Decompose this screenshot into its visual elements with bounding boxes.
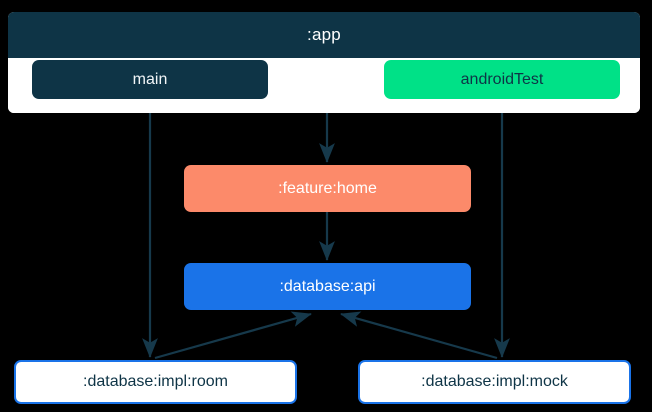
node-feature-home[interactable]: :feature:home (184, 165, 471, 212)
node-main[interactable]: main (32, 60, 268, 99)
edge-impl-room-to-database-api (154, 311, 312, 360)
cluster-app-body: main androidTest (8, 58, 640, 113)
node-database-impl-mock[interactable]: :database:impl:mock (358, 360, 631, 404)
node-database-impl-room[interactable]: :database:impl:room (14, 360, 297, 404)
cluster-app-title: :app (8, 12, 640, 58)
node-android-test[interactable]: androidTest (384, 60, 620, 99)
node-database-api[interactable]: :database:api (184, 263, 471, 310)
edge-impl-mock-to-database-api (340, 311, 498, 360)
cluster-app[interactable]: :app main androidTest (8, 12, 640, 113)
